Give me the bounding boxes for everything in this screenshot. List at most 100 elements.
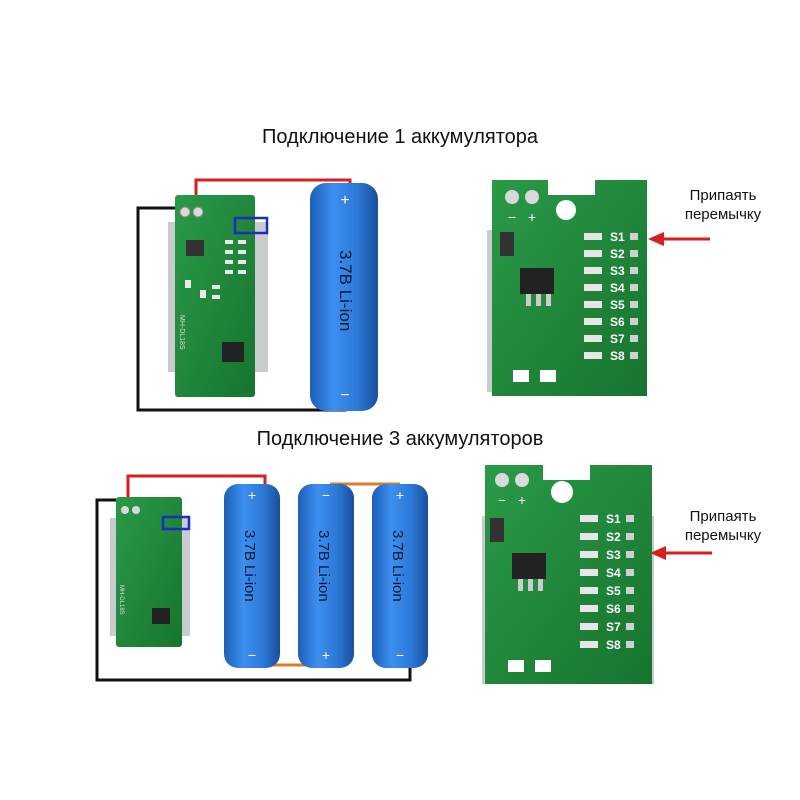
smd-pad <box>508 660 524 672</box>
pcb-board <box>116 497 182 647</box>
jumper-pad-label-s3: S3 <box>610 264 625 278</box>
battery-label: 3.7В Li-ion <box>241 530 258 602</box>
battery-label: 3.7В Li-ion <box>315 530 332 602</box>
jumper-note-line2: перемычку <box>684 527 762 544</box>
ic-chip <box>152 608 170 624</box>
jumper-highlight-box <box>161 515 191 531</box>
jumper-contact-s7 <box>630 335 638 342</box>
smd-pad <box>513 370 529 382</box>
jumper-pad-s1 <box>580 515 598 522</box>
smd-components <box>185 240 246 299</box>
smd-part <box>500 232 514 256</box>
jumper-pad-s7 <box>584 335 602 342</box>
arrow-head <box>650 546 666 560</box>
jumper-pad-s5 <box>584 301 602 308</box>
regulator-pin <box>528 579 533 591</box>
pad-minus <box>179 206 191 218</box>
jumper-contact-s5 <box>630 301 638 308</box>
jumper-pad-label-s5: S5 <box>610 298 625 312</box>
jumper-contact-s3 <box>626 551 634 558</box>
jumper-pad-label-s6: S6 <box>606 602 621 616</box>
regulator-pin <box>526 294 531 306</box>
battery <box>224 484 280 668</box>
jumper-pad-label-s8: S8 <box>606 638 621 652</box>
battery <box>310 183 378 411</box>
battery-group: + − − + + − 3.7В Li-ion 3.7В Li-ion 3.7В… <box>224 484 428 668</box>
jumper-pad-s5 <box>580 587 598 594</box>
jumper-pad-s8 <box>584 352 602 359</box>
arrow-head <box>648 232 664 246</box>
battery-minus-label: − <box>248 647 256 663</box>
jumper-pad-s6 <box>584 318 602 325</box>
jumper-note-line1: Припаять <box>689 187 757 204</box>
jumper-pad-s8 <box>580 641 598 648</box>
jumper-pad-label-s1: S1 <box>610 230 625 244</box>
jumper-pad-s6 <box>580 605 598 612</box>
board-marking: MH-DL18S <box>118 585 124 615</box>
section-title-single: Подключение 1 аккумулятора <box>261 126 538 148</box>
jumper-contact-s8 <box>626 641 634 648</box>
smd-pad <box>540 370 556 382</box>
jumper-contact-s4 <box>626 569 634 576</box>
board-marking: MH-DL18S <box>178 315 185 350</box>
battery-plus-label: + <box>248 487 256 503</box>
battery-minus-label: − <box>340 387 349 404</box>
jumper-pad-label-s2: S2 <box>606 530 621 544</box>
section-title-triple: Подключение 3 аккумуляторов <box>256 428 544 450</box>
jumper-note-bottom: Припаять перемычку <box>664 507 782 545</box>
jumper-pad-label-s3: S3 <box>606 548 621 562</box>
regulator <box>520 268 554 294</box>
jumper-note-line2: перемычку <box>684 206 762 223</box>
jumper-pad-label-s2: S2 <box>610 247 625 261</box>
jumper-pad-s3 <box>584 267 602 274</box>
plus-symbol: + <box>518 492 526 508</box>
battery-minus-label: − <box>396 647 404 663</box>
jumper-pad-label-s7: S7 <box>610 332 625 346</box>
mount-hole <box>551 481 573 503</box>
ic-chip <box>222 342 244 362</box>
jumper-contact-s8 <box>630 352 638 359</box>
battery-plus-label: + <box>322 647 330 663</box>
battery-label: 3.7В Li-ion <box>389 530 406 602</box>
jumper-contact-s4 <box>630 284 638 291</box>
regulator <box>512 553 546 579</box>
pad-plus <box>132 506 140 514</box>
regulator-chip <box>186 240 204 256</box>
zoom-pcb <box>492 180 647 396</box>
zoom-pcb <box>485 465 652 684</box>
plus-symbol: + <box>528 209 536 225</box>
battery-plus-label: + <box>396 487 404 503</box>
jumper-note-top: Припаять перемычку <box>664 186 782 224</box>
pad-round <box>505 190 519 204</box>
jumper-highlight-box <box>233 216 269 235</box>
jumper-contact-s1 <box>626 515 634 522</box>
smd-pad <box>535 660 551 672</box>
jumper-pad-s7 <box>580 623 598 630</box>
battery <box>372 484 428 668</box>
battery-minus-label: − <box>322 487 330 503</box>
jumper-contact-s7 <box>626 623 634 630</box>
jumper-pad-label-s1: S1 <box>606 512 621 526</box>
jumper-pad-s2 <box>580 533 598 540</box>
pad-round <box>525 190 539 204</box>
pad-plus <box>192 206 204 218</box>
jumper-pad-s1 <box>584 233 602 240</box>
regulator-pin <box>536 294 541 306</box>
jumper-pad-label-s4: S4 <box>610 281 625 295</box>
jumper-contact-s3 <box>630 267 638 274</box>
jumper-contact-s2 <box>626 533 634 540</box>
jumper-pad-label-s5: S5 <box>606 584 621 598</box>
regulator-pin <box>546 294 551 306</box>
battery-label: 3.7В Li-ion <box>336 250 355 331</box>
jumper-pad-s4 <box>584 284 602 291</box>
jumper-note-line1: Припаять <box>689 508 757 525</box>
jumper-contact-s1 <box>630 233 638 240</box>
pad-round <box>495 473 509 487</box>
battery <box>298 484 354 668</box>
jumper-pad-label-s7: S7 <box>606 620 621 634</box>
black-wire <box>95 498 412 682</box>
jumper-pad-label-s6: S6 <box>610 315 625 329</box>
